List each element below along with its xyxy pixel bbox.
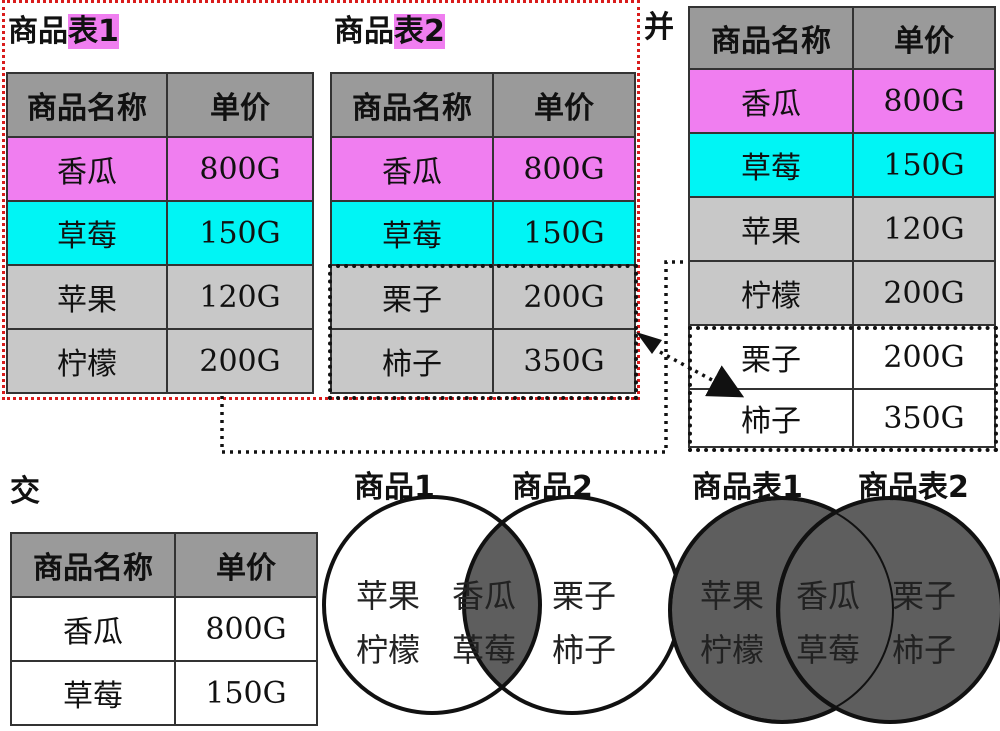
cell-name: 草莓 <box>330 200 494 266</box>
cell-price: 150G <box>174 660 318 726</box>
union-header-price: 单价 <box>852 6 996 70</box>
cell-price: 200G <box>852 260 996 326</box>
table2-title: 商品表2 <box>334 14 445 50</box>
venn-union-both-2: 草莓 <box>796 631 861 669</box>
intersect-label: 交 <box>10 474 40 509</box>
cell-name: 香瓜 <box>6 136 168 202</box>
table2-to-union-arrow <box>659 350 745 398</box>
table-row: 柠檬 200G <box>688 260 996 326</box>
cell-name: 苹果 <box>6 264 168 330</box>
union-header-row: 商品名称 单价 <box>688 6 996 70</box>
intersect-header-name: 商品名称 <box>10 532 176 598</box>
cell-price: 120G <box>852 196 996 262</box>
cell-price: 200G <box>166 328 314 394</box>
table-row: 草莓 150G <box>6 200 314 266</box>
cell-name: 柿子 <box>330 328 494 394</box>
cell-price: 800G <box>174 596 318 662</box>
venn-intersect-both-2: 草莓 <box>452 631 517 669</box>
table-row: 草莓 150G <box>688 132 996 198</box>
table-row: 香瓜 800G <box>6 136 314 202</box>
table-row: 柠檬 200G <box>6 328 314 394</box>
table2-header-row: 商品名称 单价 <box>330 72 636 138</box>
venn-union-right-only-2: 柿子 <box>892 631 957 669</box>
cell-name: 草莓 <box>10 660 176 726</box>
venn-union-right-label: 商品表2 <box>858 470 969 505</box>
venn-intersect-left-circle <box>322 495 542 715</box>
venn-union-inner-arc <box>776 510 837 710</box>
union-header-name: 商品名称 <box>688 6 854 70</box>
table1-header-row: 商品名称 单价 <box>6 72 314 138</box>
cell-price: 150G <box>492 200 636 266</box>
table1-to-union-connector <box>220 260 688 454</box>
table-row: 柿子 350G <box>330 328 636 394</box>
table1: 商品名称 单价 香瓜 800G 草莓 150G 苹果 120G 柠檬 200G <box>6 72 314 394</box>
table1-header-price: 单价 <box>166 72 314 138</box>
cell-price: 800G <box>166 136 314 202</box>
venn-intersect-left-only-2: 柠檬 <box>356 631 421 669</box>
cell-name: 柠檬 <box>688 260 854 326</box>
table1-header-name: 商品名称 <box>6 72 168 138</box>
venn-union-right-only-1: 栗子 <box>892 577 957 615</box>
cell-name: 柠檬 <box>6 328 168 394</box>
union-table: 商品名称 单价 香瓜 800G 草莓 150G 苹果 120G 柠檬 200G … <box>688 6 996 448</box>
venn-union-left-only-1: 苹果 <box>700 577 765 615</box>
table-row: 苹果 120G <box>688 196 996 262</box>
venn-union-both-1: 香瓜 <box>796 577 861 615</box>
cell-price: 200G <box>492 264 636 330</box>
cell-price: 350G <box>852 388 996 448</box>
table-row: 草莓 150G <box>10 660 318 726</box>
cell-price: 120G <box>166 264 314 330</box>
table-row: 苹果 120G <box>6 264 314 330</box>
table-row: 柿子 350G <box>688 388 996 448</box>
table1-title: 商品表1 <box>8 14 119 50</box>
table1-title-prefix: 商品 <box>8 14 68 49</box>
cell-name: 草莓 <box>688 132 854 198</box>
table-row: 香瓜 800G <box>10 596 318 662</box>
cell-price: 150G <box>852 132 996 198</box>
cell-name: 香瓜 <box>10 596 176 662</box>
intersect-header-price: 单价 <box>174 532 318 598</box>
venn-union-left-label: 商品表1 <box>692 470 803 505</box>
union-to-table2-arrowhead <box>636 332 662 354</box>
cell-name: 柿子 <box>688 388 854 448</box>
cell-name: 香瓜 <box>330 136 494 202</box>
table1-title-highlight: 表1 <box>68 14 119 49</box>
table-row: 香瓜 800G <box>330 136 636 202</box>
venn-union-left-only-2: 柠檬 <box>700 631 765 669</box>
venn-intersect-right-only-1: 栗子 <box>552 577 617 615</box>
intersect-header-row: 商品名称 单价 <box>10 532 318 598</box>
table2-header-name: 商品名称 <box>330 72 494 138</box>
cell-price: 800G <box>492 136 636 202</box>
venn-intersect-overlap <box>464 497 540 713</box>
cell-name: 苹果 <box>688 196 854 262</box>
venn-intersect-right-only-2: 柿子 <box>552 631 617 669</box>
table-row: 香瓜 800G <box>688 68 996 134</box>
table-row: 栗子 200G <box>688 324 996 390</box>
table-row: 草莓 150G <box>330 200 636 266</box>
table2: 商品名称 单价 香瓜 800G 草莓 150G 栗子 200G 柿子 350G <box>330 72 636 394</box>
cell-name: 草莓 <box>6 200 168 266</box>
cell-price: 800G <box>852 68 996 134</box>
intersect-table: 商品名称 单价 香瓜 800G 草莓 150G <box>10 532 318 726</box>
table2-title-prefix: 商品 <box>334 14 394 49</box>
venn-intersect-left-only-1: 苹果 <box>356 577 421 615</box>
cell-name: 香瓜 <box>688 68 854 134</box>
table2-header-price: 单价 <box>492 72 636 138</box>
table2-title-highlight: 表2 <box>394 14 445 49</box>
cell-price: 150G <box>166 200 314 266</box>
cell-price: 200G <box>852 324 996 390</box>
cell-price: 350G <box>492 328 636 394</box>
venn-intersect-both-1: 香瓜 <box>452 577 517 615</box>
union-label: 并 <box>644 10 674 45</box>
